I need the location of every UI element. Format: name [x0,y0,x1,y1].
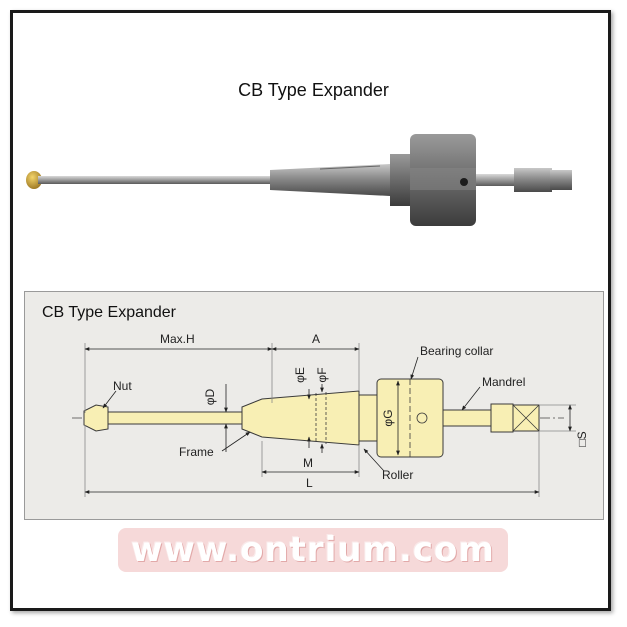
part-outline [83,378,540,458]
photo-rod [38,176,270,184]
label-frame: Frame [179,445,214,459]
diagram-title: CB Type Expander [42,304,177,321]
mandrel-shaft-shape [442,409,492,427]
label-a: A [312,332,320,346]
leader-lines [102,356,481,472]
label-mandrel: Mandrel [482,375,525,389]
dimension-lines [84,343,576,497]
photo-bearing-collar [390,134,476,226]
rod-shape [107,411,243,425]
label-f: φF [315,367,329,382]
nut-shape [83,404,109,432]
expander-photo [26,134,572,226]
expander-diagram: Max.H A φD φE φF φG M L □S Nut Frame Bea… [72,332,589,497]
photo-frame [270,164,390,196]
label-roller: Roller [382,468,413,482]
label-e: φE [293,367,307,383]
label-g: φG [381,409,395,426]
label-s: □S [575,431,589,446]
frame-shape [241,390,360,446]
label-l: L [306,476,313,490]
label-nut: Nut [113,379,132,393]
label-max-h: Max.H [160,332,195,346]
collar-step-shape [358,394,378,442]
label-bearing-collar: Bearing collar [420,344,493,358]
photo-nut [26,171,42,189]
label-m: M [303,456,313,470]
photo-mandrel [476,168,572,192]
part-detail [315,379,540,457]
collar-pin-icon [416,412,428,424]
mandrel-shank-shape [490,403,514,433]
label-d: φD [203,388,217,405]
watermark-logo: www.ontrium.com [118,528,508,572]
photo-title: CB Type Expander [238,80,389,100]
